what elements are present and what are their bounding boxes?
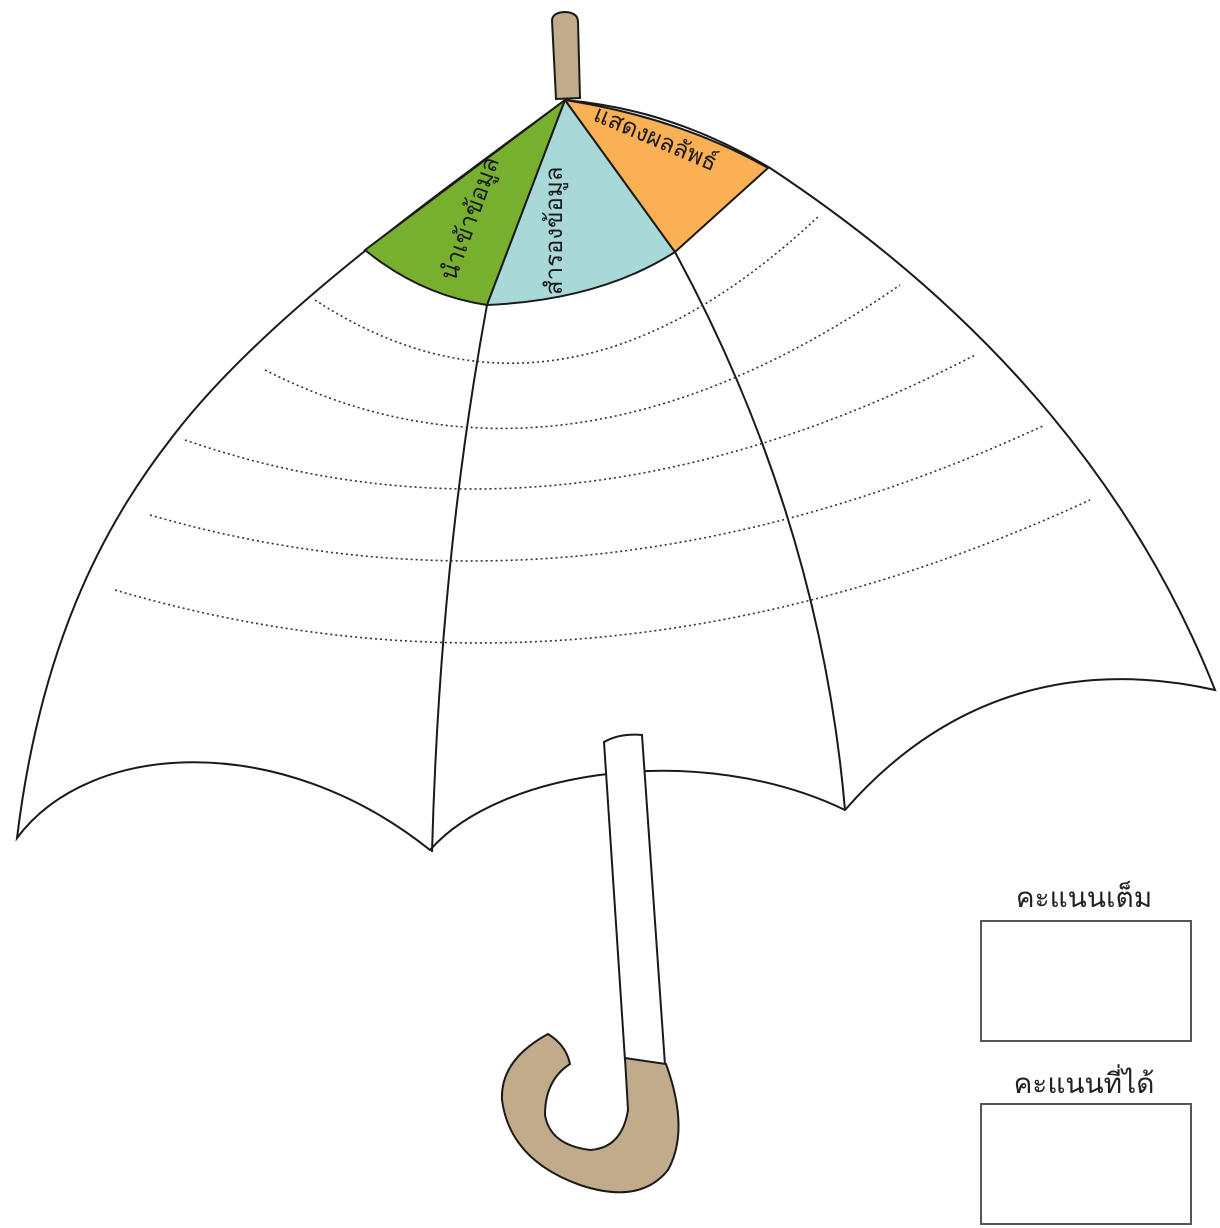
full-score-label: คะแนนเต็ม bbox=[974, 876, 1194, 920]
obtained-score-box[interactable] bbox=[980, 1103, 1192, 1225]
panel-label-backup-data: สำรองข้อมูล bbox=[540, 167, 569, 296]
umbrella-shaft bbox=[604, 735, 665, 1065]
full-score-box[interactable] bbox=[980, 920, 1192, 1042]
umbrella-tip bbox=[552, 12, 580, 99]
obtained-score-label: คะแนนที่ได้ bbox=[974, 1062, 1194, 1106]
